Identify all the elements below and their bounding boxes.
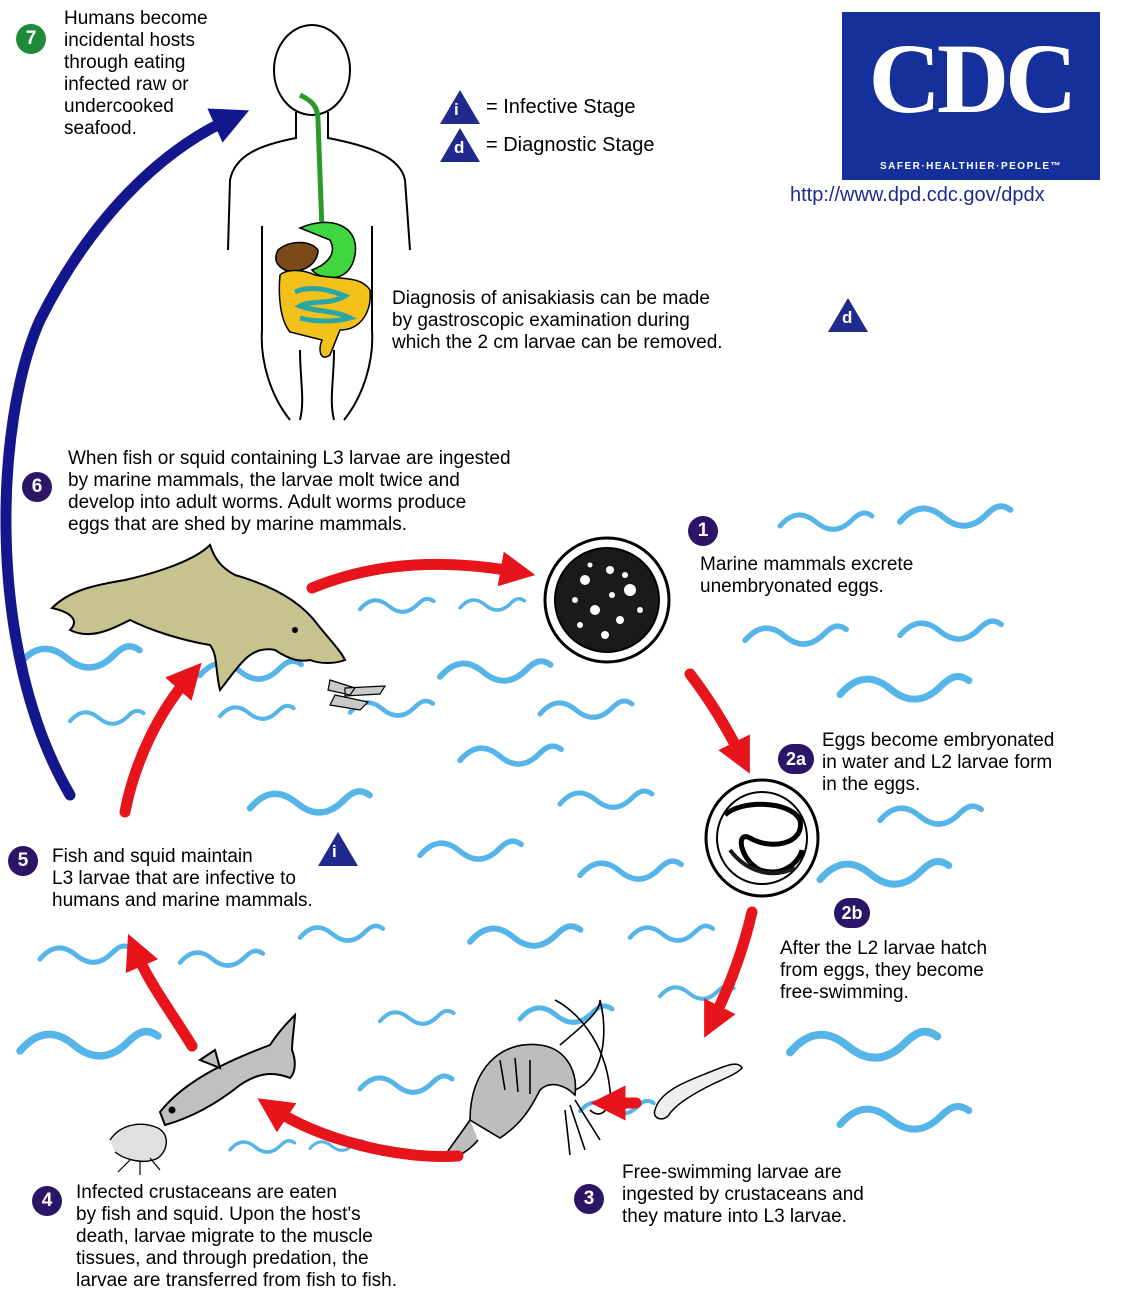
step-7-badge: 7 — [16, 24, 46, 54]
life-cycle-arrows — [119, 551, 758, 1162]
step-6-text: When fish or squid containing L3 larvae … — [68, 448, 511, 535]
human-figure — [227, 24, 411, 421]
infective-stage-icon: i — [440, 90, 480, 124]
step-6-badge: 6 — [22, 472, 52, 502]
step-2a-text: Eggs become embryonated in water and L2 … — [822, 730, 1055, 795]
dolphin-illustration — [50, 543, 387, 711]
step-3-badge: 3 — [574, 1184, 604, 1214]
step-4-text: Infected crustaceans are eaten by fish a… — [76, 1182, 398, 1291]
legend-infective-label: = Infective Stage — [486, 95, 636, 118]
crustacean-illustration — [440, 999, 611, 1161]
diagnostic-stage-icon: d — [828, 298, 868, 332]
step-2a-badge: 2a — [778, 744, 814, 774]
step-2b-badge: 2b — [834, 898, 870, 928]
step-7-text: Humans become incidental hosts through e… — [64, 8, 208, 139]
unembryonated-egg — [543, 536, 671, 664]
step-1-text: Marine mammals excrete unembryonated egg… — [700, 554, 914, 597]
legend-infective-stage: i = Infective Stage — [440, 90, 636, 124]
step-5-badge: 5 — [8, 846, 38, 876]
diagnosis-note: Diagnosis of anisakiasis can be made by … — [392, 266, 723, 354]
diagnosis-text: Diagnosis of anisakiasis can be made by … — [392, 288, 723, 353]
step-2b-text: After the L2 larvae hatch from eggs, the… — [780, 938, 988, 1003]
step-5-text: Fish and squid maintain L3 larvae that a… — [52, 846, 313, 911]
infective-stage-icon: i — [318, 832, 358, 866]
cdc-url-link[interactable]: http://www.dpd.cdc.gov/dpdx — [790, 184, 1045, 206]
l2-larva — [653, 1063, 743, 1120]
step-4-badge: 4 — [32, 1186, 62, 1216]
fish-illustration — [109, 1012, 297, 1175]
digestive-tract — [275, 92, 371, 358]
step-1-badge: 1 — [688, 516, 718, 546]
cdc-logo: CDC SAFER·HEALTHIER·PEOPLE™ — [842, 12, 1100, 180]
legend-diagnostic-stage: d = Diagnostic Stage — [440, 128, 654, 162]
embryonated-egg — [704, 778, 820, 898]
human-infection-arrow — [0, 108, 250, 801]
diagnostic-stage-icon: d — [440, 128, 480, 162]
cdc-logo-tagline: SAFER·HEALTHIER·PEOPLE™ — [879, 161, 1063, 172]
cdc-logo-word: CDC — [868, 23, 1078, 134]
legend-diagnostic-label: = Diagnostic Stage — [486, 133, 655, 156]
step-3-text: Free-swimming larvae are ingested by cru… — [622, 1162, 864, 1227]
